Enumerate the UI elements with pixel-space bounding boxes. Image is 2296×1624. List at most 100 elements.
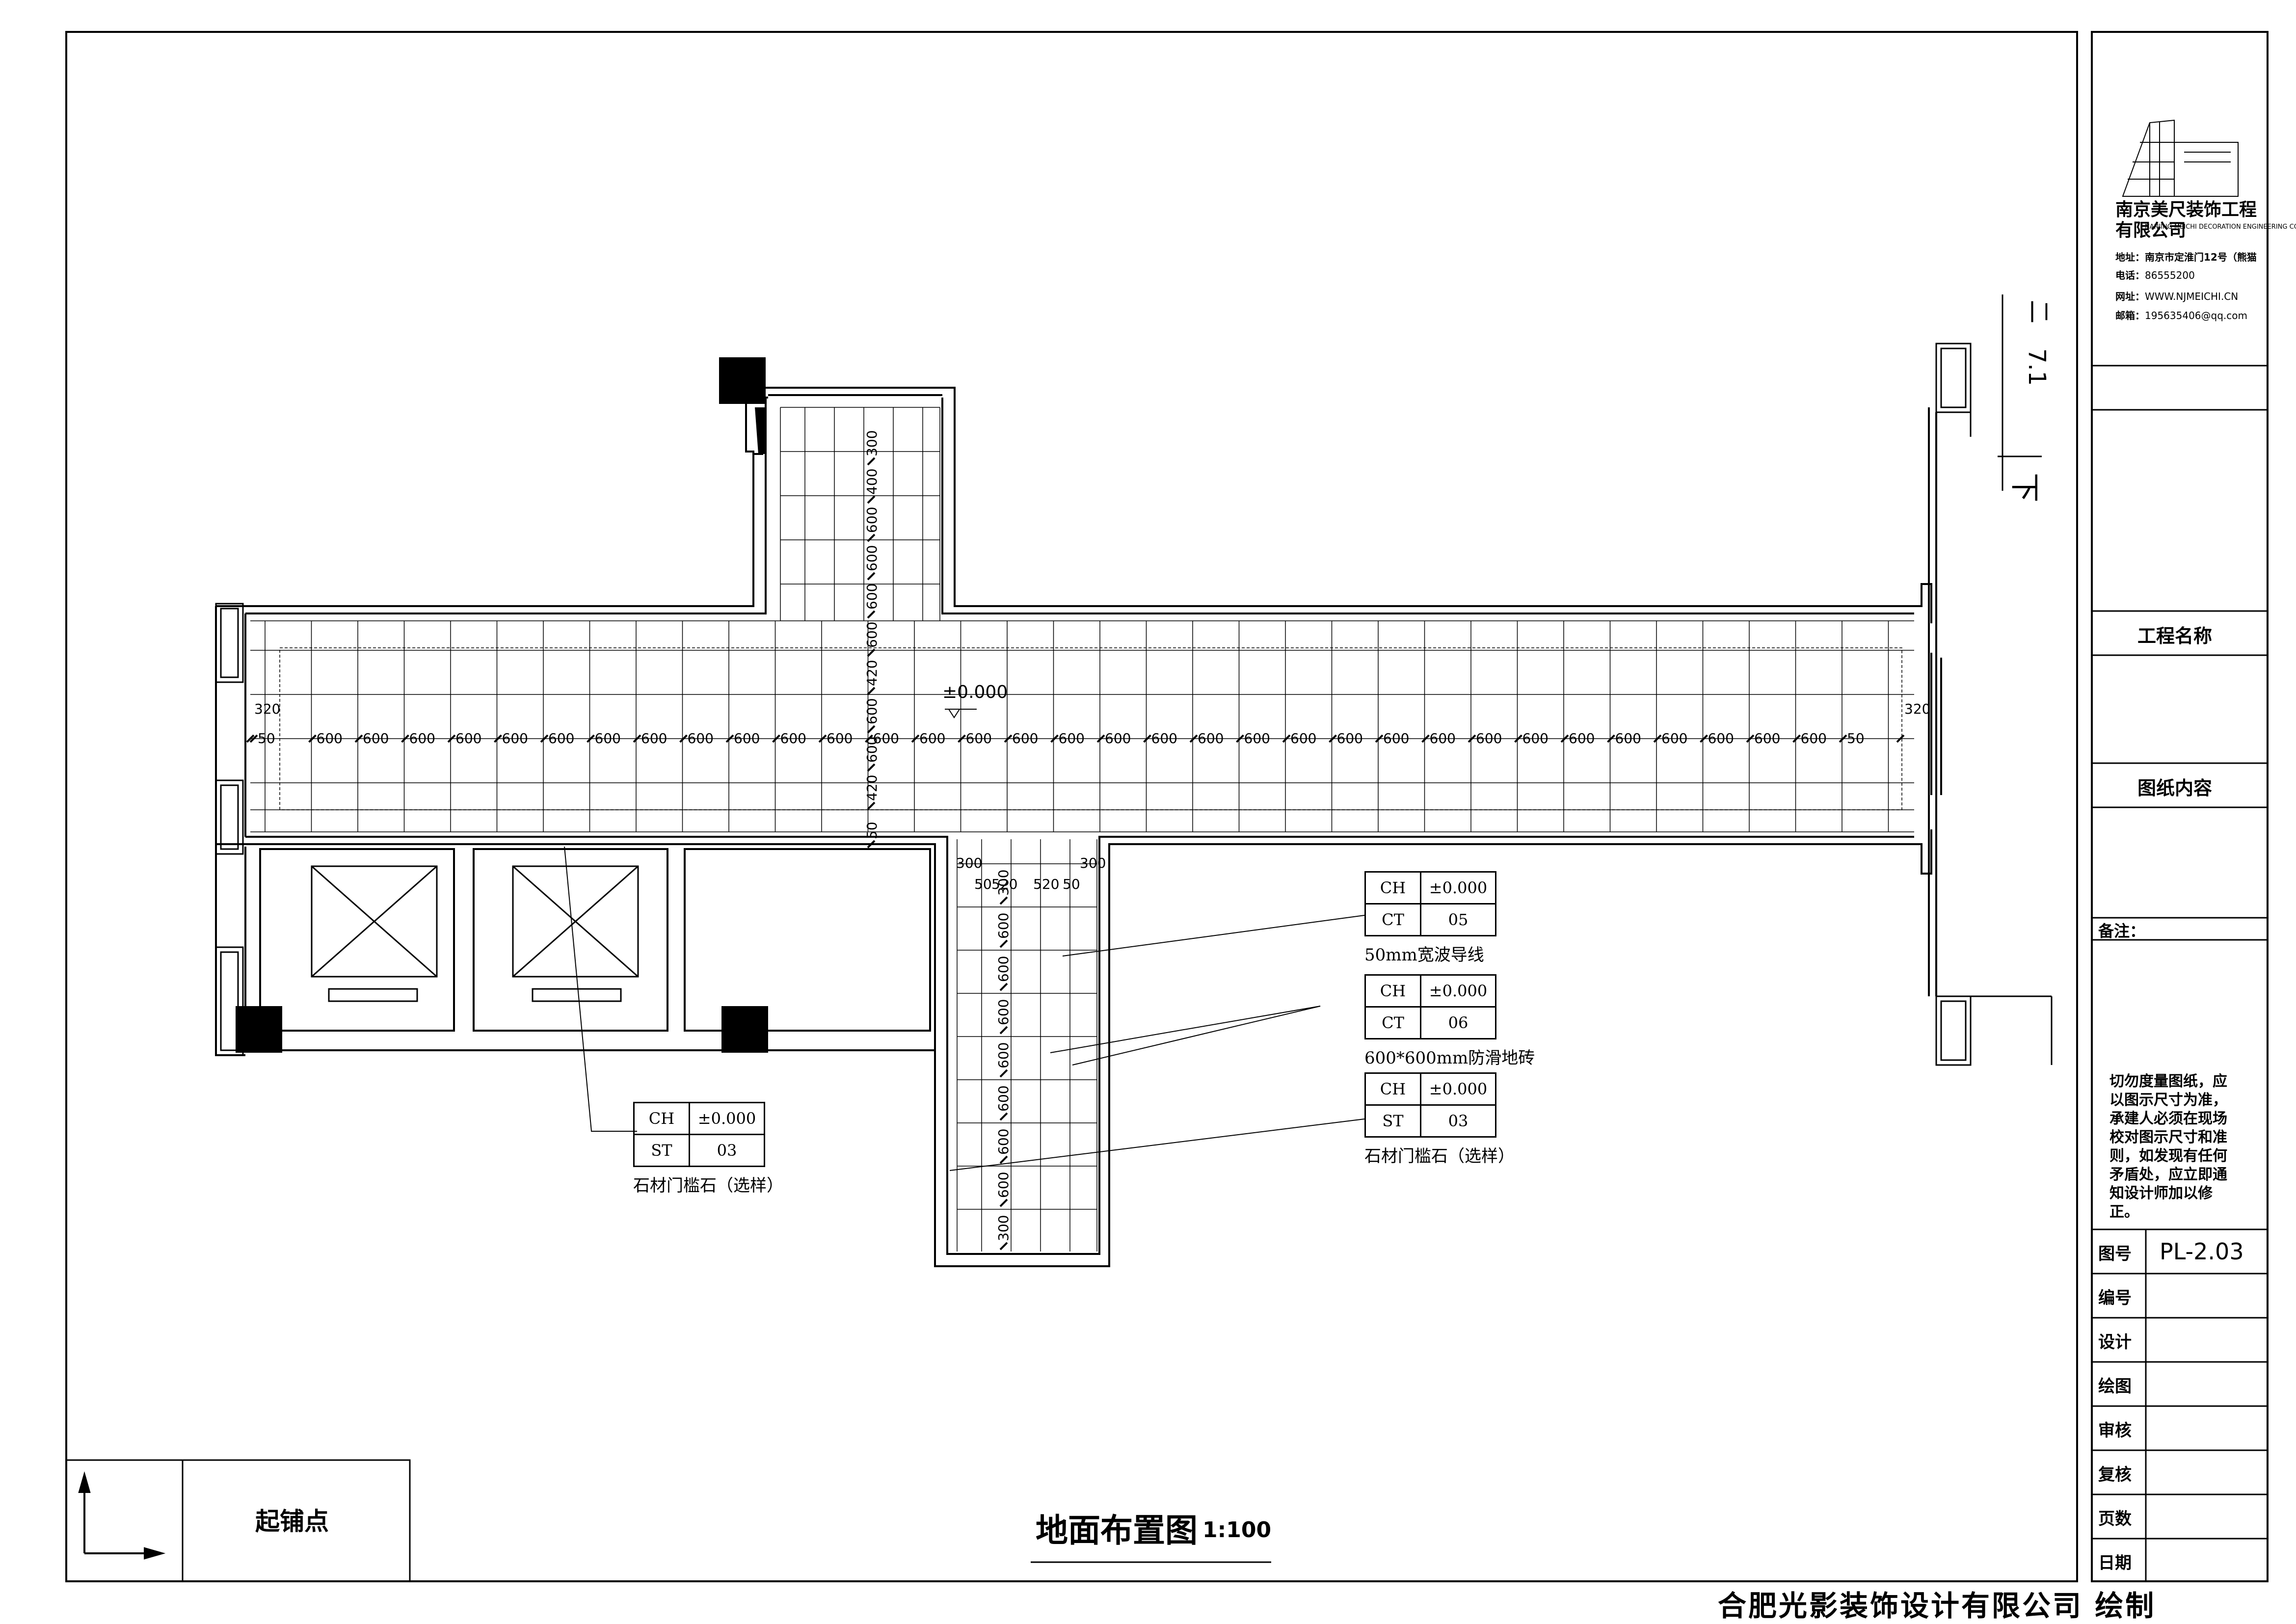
side-mark-down: 下 [2007, 473, 2042, 503]
elevation-mark: ±0.000 [942, 682, 1008, 702]
corridor-dim-label: 600 [641, 730, 667, 746]
corridor-dim-label: 600 [548, 730, 575, 746]
dim-tick [958, 734, 966, 743]
dim-tick [1329, 734, 1337, 743]
north-dim-label: 420 [864, 774, 880, 801]
dim-tick [401, 734, 409, 743]
dim-tick [999, 1026, 1008, 1035]
corridor-dim-label: 600 [1800, 730, 1827, 746]
title-block-row-label: 图号 [2098, 1244, 2132, 1264]
dim-tick [1421, 734, 1430, 743]
dim-tick [1282, 734, 1291, 743]
dim-tick [1792, 734, 1801, 743]
dim-tick [1746, 734, 1755, 743]
north-dim-label: 600 [864, 736, 880, 763]
title-block-row-label: 审核 [2098, 1421, 2132, 1440]
north-dim-label: 50 [864, 822, 880, 839]
corridor-dim-label: 600 [1708, 730, 1734, 746]
title-block-row-label: 绘图 [2098, 1377, 2132, 1396]
plan-walls [215, 387, 1942, 1267]
dim-tick [867, 572, 876, 581]
dim-tick [1896, 734, 1905, 743]
title-block-grid [2092, 365, 2268, 1581]
drawing-notice: 切勿度量图纸，应以图示尺寸为准，承建人必须在现场校对图示尺寸和准则，如发现有任何… [2109, 1073, 2227, 1221]
south-dim-label: 600 [995, 1085, 1012, 1112]
corridor-dim-label: 600 [1569, 730, 1595, 746]
dim-tick [1004, 734, 1013, 743]
south-top-dim-label: 300 [956, 855, 983, 871]
dim-tick [867, 840, 876, 849]
elevation-symbol [945, 709, 977, 719]
title-block-row-value: PL-2.03 [2160, 1238, 2244, 1265]
dim-tick [308, 734, 317, 743]
dim-tick [867, 763, 876, 772]
title-block-row-label: 设计 [2098, 1332, 2132, 1352]
tag-code: ST [1364, 1104, 1421, 1138]
north-dim-label: 600 [864, 545, 880, 571]
corridor-dim-label: 600 [363, 730, 389, 746]
dim-tick [447, 734, 456, 743]
dim-tick [1096, 734, 1105, 743]
north-dim-label: 600 [864, 621, 880, 648]
dim-tick [867, 687, 876, 695]
tag-value: 06 [1420, 1006, 1496, 1039]
corridor-dim-label: 600 [1336, 730, 1363, 746]
tag-leaders [564, 846, 1365, 1171]
dim-tick [772, 734, 780, 743]
company-name-line2: 有限公司 [2115, 220, 2187, 240]
south-dim-label: 300 [995, 1215, 1012, 1241]
south-top-dim-label: 520 [991, 876, 1018, 892]
dim-tick [249, 734, 258, 743]
corridor-dim-label: 600 [1754, 730, 1781, 746]
company-address: 地址：南京市定淮门12号（熊猫 [2115, 251, 2257, 263]
corridor-dim-label: 600 [316, 730, 343, 746]
corridor-dim-label: 600 [780, 730, 806, 746]
material-tag-caption: 石材门槛石（选样） [1364, 1146, 1515, 1166]
corridor-dim-label: 600 [1012, 730, 1039, 746]
corridor-dim-label: 600 [502, 730, 528, 746]
dim-tick [865, 734, 873, 743]
title-block-row-label: 复核 [2098, 1465, 2132, 1485]
south-top-dim-label: 50 [974, 876, 992, 892]
wave-guide-band [279, 647, 1902, 810]
tag-code: CT [1364, 903, 1421, 936]
corridor-dim-label: 600 [1476, 730, 1502, 746]
dim-tick [867, 457, 876, 466]
corridor-dim-label: 50 [1847, 730, 1865, 746]
phone-label: 电话： [2115, 269, 2145, 281]
dim-tick [246, 734, 255, 743]
website-value: WWW.NJMEICHI.CN [2145, 291, 2239, 302]
drawing-scale: 1:100 [1202, 1518, 1272, 1543]
legend-box [65, 1459, 411, 1582]
corridor-dim-label: 600 [827, 730, 853, 746]
dim-tick [867, 725, 876, 734]
north-dim-label: 600 [864, 583, 880, 610]
corridor-dim-label: 600 [687, 730, 714, 746]
website-label: 网址： [2115, 291, 2145, 302]
dim-tick [999, 896, 1008, 905]
material-tag-caption: 50mm宽波导线 [1364, 945, 1484, 965]
north-dim-label: 600 [864, 698, 880, 724]
windows [215, 343, 2053, 1066]
start-point-arrow-icon [78, 1471, 166, 1560]
south-top-dim-label: 300 [1080, 855, 1106, 871]
south-dim-label: 600 [995, 1042, 1012, 1068]
dim-tick [999, 1155, 1008, 1164]
dim-tick [1050, 734, 1059, 743]
tag-code: CT [1364, 1006, 1421, 1039]
tile-grid [250, 407, 1914, 1251]
corridor-dim-label: 600 [1615, 730, 1641, 746]
north-dim-label: 400 [864, 468, 880, 495]
tag-value: ±0.000 [1420, 974, 1496, 1008]
dim-tick [1189, 734, 1198, 743]
south-top-dim-label: 50 [1063, 876, 1080, 892]
dim-tick [999, 1198, 1008, 1207]
south-dim-label: 600 [995, 1171, 1012, 1198]
email-value: 195635406@qq.com [2145, 310, 2247, 321]
title-block-row-label: 页数 [2098, 1509, 2132, 1529]
tag-code: CH [1364, 871, 1421, 905]
